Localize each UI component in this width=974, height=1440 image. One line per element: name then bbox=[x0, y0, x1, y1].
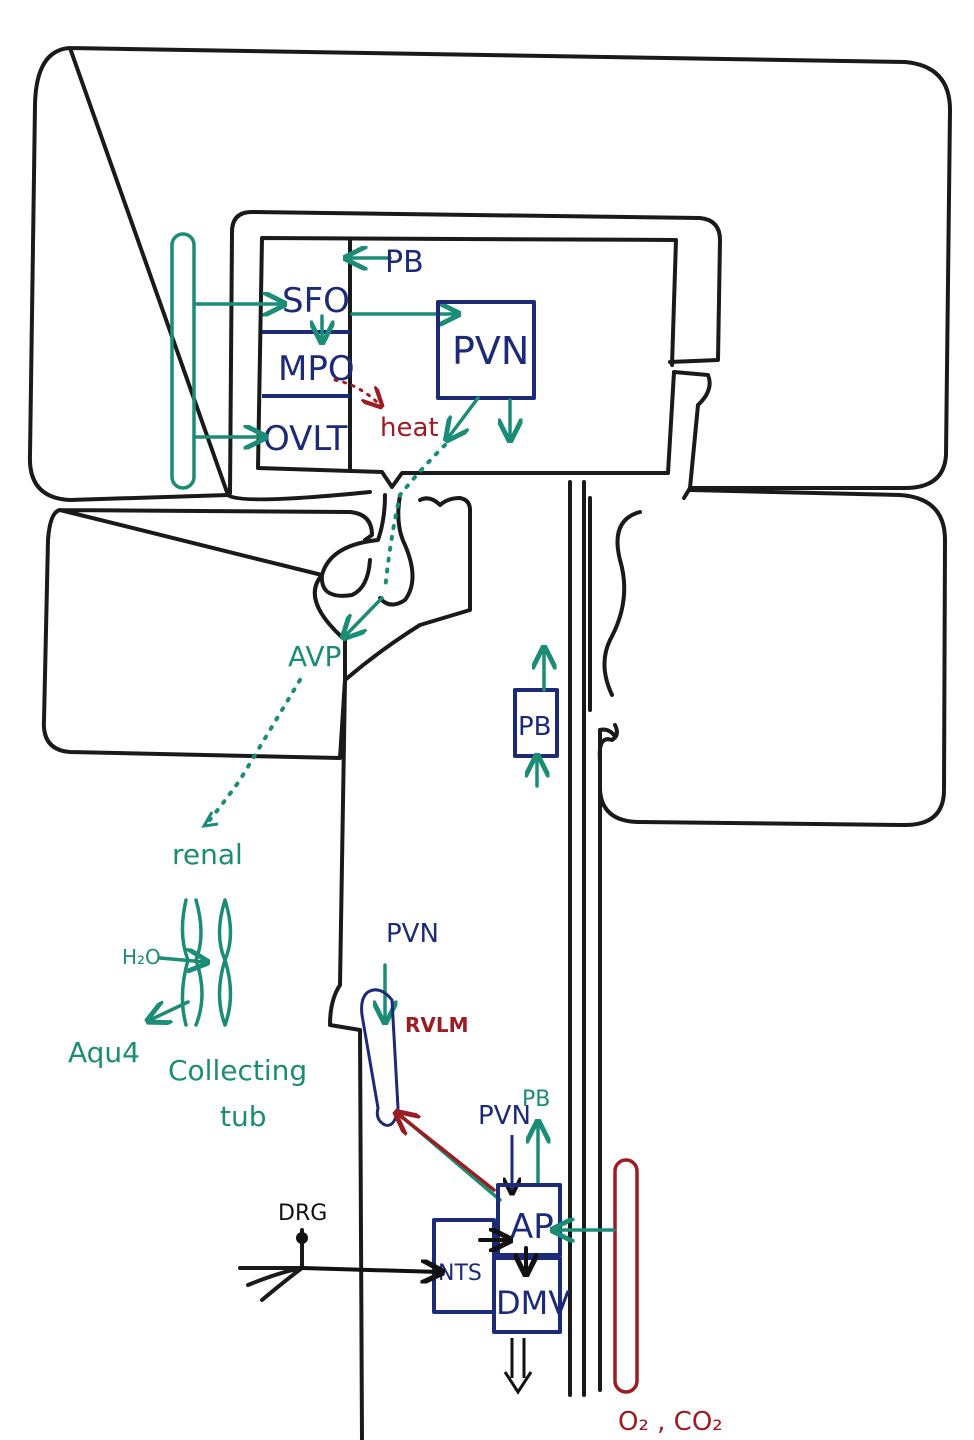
tubule-right-wall bbox=[217, 898, 233, 1027]
pvn-box-label: PVN bbox=[452, 329, 529, 373]
pvn-box bbox=[436, 300, 536, 400]
pvn-to-pituitary-arrow bbox=[448, 396, 480, 438]
aqu4-arrow bbox=[150, 1000, 190, 1020]
blood-vessel-right bbox=[613, 1158, 639, 1394]
mpo-label: MPO bbox=[278, 349, 355, 389]
tub-label: tub bbox=[220, 1100, 267, 1133]
drg-afferents bbox=[238, 1266, 304, 1302]
brain-outline bbox=[27, 46, 952, 1440]
pvn-to-pituitary-dots bbox=[383, 443, 447, 592]
h2o-label: H₂O bbox=[122, 945, 161, 969]
heat-label: heat bbox=[380, 413, 439, 443]
tubule-left-wall bbox=[180, 898, 190, 1027]
avp-to-renal-dots bbox=[206, 678, 302, 824]
drg-label: DRG bbox=[278, 1201, 327, 1226]
avp-label: AVP bbox=[288, 640, 341, 673]
o2co2-label: O₂ , CO₂ bbox=[618, 1407, 723, 1437]
drg-soma bbox=[296, 1232, 308, 1244]
dmv-label: DMV bbox=[496, 1284, 570, 1322]
pb-top-label: PB bbox=[385, 245, 424, 280]
cerebrum-outline bbox=[27, 46, 952, 712]
pvn-ap-label: PVN bbox=[478, 1101, 531, 1131]
avp-to-renal-head bbox=[201, 811, 219, 828]
dmv-output-arrow bbox=[503, 1338, 533, 1395]
hypothalamus-chamber bbox=[228, 210, 722, 500]
h2o-arrow bbox=[158, 958, 205, 962]
temporal-lobe bbox=[41, 508, 374, 760]
nts-label: NTS bbox=[438, 1261, 482, 1286]
brainstem-left bbox=[328, 496, 472, 1440]
ovlt-label: OVLT bbox=[263, 419, 348, 459]
sfo-label: SFO bbox=[282, 281, 350, 321]
ap-label: AP bbox=[510, 1207, 554, 1247]
renal-label: renal bbox=[172, 838, 243, 871]
pb-ap-label: PB bbox=[522, 1087, 550, 1112]
pituitary-to-avp-arrow bbox=[345, 596, 384, 636]
mpo-heat-arrow bbox=[333, 378, 380, 405]
pvn-rvlm-label: PVN bbox=[386, 919, 439, 949]
lamina-terminalis bbox=[262, 238, 352, 472]
chamber-floor bbox=[226, 490, 372, 502]
ap-to-rvlm-red bbox=[398, 1114, 496, 1192]
collecting-label: Collecting bbox=[168, 1054, 307, 1087]
rvlm-label: RVLM bbox=[405, 1013, 469, 1037]
rvlm-outline bbox=[360, 988, 400, 1127]
cerebellum bbox=[598, 488, 947, 827]
blood-vessel-left bbox=[170, 232, 196, 490]
drg-to-nts-arrow bbox=[300, 1268, 440, 1272]
pb-mid-label: PB bbox=[518, 712, 552, 742]
aqu4-label: Aqu4 bbox=[68, 1036, 140, 1069]
